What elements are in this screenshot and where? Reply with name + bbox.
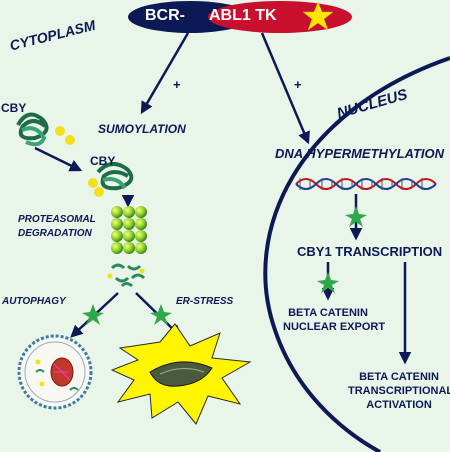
plus-sign-right: +	[294, 77, 302, 92]
er-stress-label: ER-STRESS	[176, 296, 234, 307]
cby-protein-sumoylated	[96, 162, 134, 191]
proteasomal-label: PROTEASOMAL	[18, 214, 96, 225]
arrow-to-dna-hypermethylation	[260, 32, 310, 145]
cby-label-top: CBY	[1, 101, 27, 115]
cby1-transcription-label: CBY1 TRANSCRIPTION	[297, 244, 443, 259]
bcr-abl1-pill	[128, 1, 352, 33]
dna-hypermethylation-label: DNA HYPERMETHYLATION	[275, 146, 444, 161]
export-line-1: BETA CATENIN	[288, 307, 368, 319]
arrow-cby-to-sumo	[34, 146, 83, 172]
cby-protein-top	[16, 112, 49, 147]
activation-line-2: TRANSCRIPTIONAL	[348, 385, 450, 397]
autophagosome	[17, 334, 93, 410]
autophagy-label: AUTOPHAGY	[2, 296, 66, 307]
beta-catenin-activation-label: BETA CATENIN TRANSCRIPTIONAL ACTIVATION	[348, 370, 450, 412]
activation-line-1: BETA CATENIN	[359, 371, 439, 383]
degraded-fragments	[110, 263, 146, 288]
abl1-tk-label: ABL1 TK	[209, 7, 277, 24]
plus-sign-left: +	[173, 77, 181, 92]
er-stress-burst	[110, 323, 252, 425]
beta-catenin-export-label: BETA CATENIN NUCLEAR EXPORT	[283, 306, 386, 334]
dna-helix	[295, 178, 437, 190]
export-line-2: NUCLEAR EXPORT	[283, 321, 386, 333]
proteasome	[111, 206, 147, 254]
sumoylation-label: SUMOYLATION	[98, 122, 186, 136]
bcr-label: BCR-	[145, 7, 185, 24]
cby-label-mid: CBY	[90, 154, 116, 168]
inhibit-star-cby1-icon	[345, 206, 367, 227]
degradation-label: DEGRADATION	[18, 228, 92, 239]
activation-line-3: ACTIVATION	[366, 399, 432, 411]
arrow-to-sumoylation	[140, 32, 190, 115]
nucleus-membrane	[263, 56, 450, 452]
inhibit-star-export-icon	[317, 272, 339, 293]
star-icon	[302, 1, 334, 31]
inhibit-star-autophagy-icon	[82, 304, 104, 325]
inhibit-star-er-stress-icon	[150, 304, 172, 325]
